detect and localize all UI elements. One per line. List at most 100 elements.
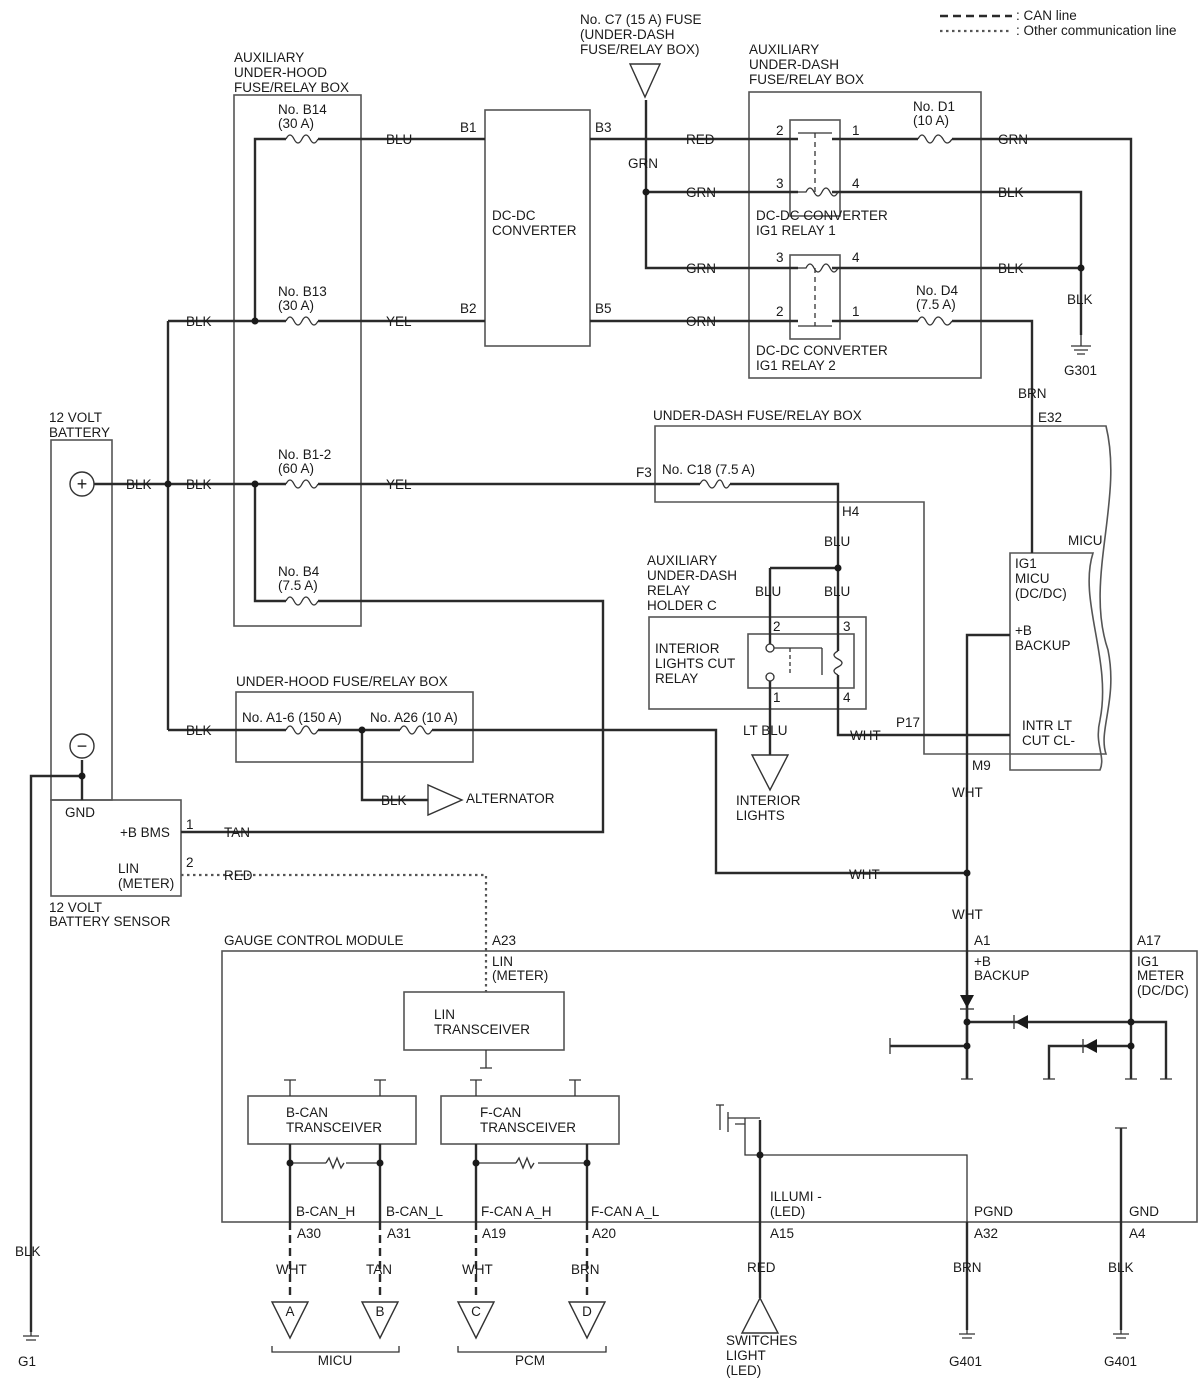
connector-a: A xyxy=(285,1304,294,1319)
battery-minus: − xyxy=(77,736,88,756)
relay-title-2: LIGHTS CUT xyxy=(655,656,735,671)
ground-g1: G1 xyxy=(18,1354,36,1369)
micu-ig1-1: IG1 xyxy=(1015,556,1037,571)
wire-blk-g301: BLK xyxy=(1067,292,1093,307)
fuse-b12-amps: (60 A) xyxy=(278,461,314,476)
wire-wht-a26: WHT xyxy=(849,867,880,882)
fuse-d4-amps: (7.5 A) xyxy=(916,297,956,312)
relay-holder-box xyxy=(648,616,867,710)
gcm-lin-2: (METER) xyxy=(492,968,548,983)
wires xyxy=(29,100,1168,1332)
micu-title: MICU xyxy=(1068,533,1103,548)
wire-blk-r2: BLK xyxy=(998,261,1024,276)
wire-red-a15: RED xyxy=(747,1260,776,1275)
fuse-b13-label: No. B13 xyxy=(278,284,327,299)
relay2-title-2: IG1 RELAY 2 xyxy=(756,358,836,373)
gcm-ig1-3: (DC/DC) xyxy=(1137,983,1189,998)
gcm-illumi-1: ILLUMI - xyxy=(770,1189,822,1204)
wire-brn-a32: BRN xyxy=(953,1260,982,1275)
relay-title-1: INTERIOR xyxy=(655,641,720,656)
wire-tan-bms: TAN xyxy=(224,825,250,840)
c7-fuse-line2: (UNDER-DASH xyxy=(580,27,675,42)
ground-g301: G301 xyxy=(1064,363,1097,378)
interior-relay-coil xyxy=(833,650,843,676)
battery-plus: + xyxy=(77,474,88,494)
g301-ground-icon xyxy=(1071,335,1091,355)
fuse-b4-amps: (7.5 A) xyxy=(278,578,318,593)
connector-c: C xyxy=(471,1304,481,1319)
sensor-title-2: BATTERY SENSOR xyxy=(49,914,171,929)
lin-transceiver xyxy=(403,991,565,1051)
wire-blk-b12: BLK xyxy=(186,477,212,492)
wire-wht-m9: WHT xyxy=(952,785,983,800)
sensor-gnd: GND xyxy=(65,805,95,820)
wire-wht-a1: WHT xyxy=(952,907,983,922)
fcan-tx-1: F-CAN xyxy=(480,1105,521,1120)
legend: : CAN line : Other communication line xyxy=(940,8,1177,38)
ud-f3: F3 xyxy=(636,465,652,480)
switches-line3: (LED) xyxy=(726,1363,761,1378)
gcm-b-2: BACKUP xyxy=(974,968,1030,983)
relay2-title-1: DC-DC CONVERTER xyxy=(756,343,888,358)
battery-title-1: 12 VOLT xyxy=(49,410,102,425)
ground-symbols xyxy=(23,335,1129,1341)
dcdc-converter-box xyxy=(484,109,591,347)
gcm-a31: A31 xyxy=(387,1226,411,1241)
diodes xyxy=(889,995,1172,1129)
fuse-b14-amps: (30 A) xyxy=(278,116,314,131)
diode-ig1-icon xyxy=(1015,1015,1028,1029)
wire-blu-h4: BLU xyxy=(824,534,850,549)
wire-red-b3: RED xyxy=(686,132,715,147)
wire-blu-p3: BLU xyxy=(824,584,850,599)
gcm-a23: A23 xyxy=(492,933,516,948)
interior-lights-2: LIGHTS xyxy=(736,808,785,823)
relay-holder-title-1: AUXILIARY xyxy=(647,553,717,568)
fuse-c18-label: No. C18 (7.5 A) xyxy=(662,462,755,477)
fuse-d1-amps: (10 A) xyxy=(913,113,949,128)
aux-ud-title-2: UNDER-DASH xyxy=(749,57,839,72)
connector-d: D xyxy=(582,1304,592,1319)
fuse-a26-label: No. A26 (10 A) xyxy=(370,710,458,725)
bcan-tx-2: TRANSCEIVER xyxy=(286,1120,382,1135)
relay2-pin3: 3 xyxy=(776,250,784,265)
relay2-pin2: 2 xyxy=(776,304,784,319)
aux-ud-title-3: FUSE/RELAY BOX xyxy=(749,72,864,87)
relay-holder-title-2: UNDER-DASH xyxy=(647,568,737,583)
relay-holder-pin3: 3 xyxy=(843,619,851,634)
relay-title-3: RELAY xyxy=(655,671,698,686)
ud-e32: E32 xyxy=(1038,410,1062,425)
alternator-connector-icon xyxy=(427,783,464,817)
ud-p17: P17 xyxy=(896,715,920,730)
battery-title-2: BATTERY xyxy=(49,425,110,440)
fuse-b4 xyxy=(285,596,319,606)
wire-blk-b13: BLK xyxy=(186,314,212,329)
micu-ig1-3: (DC/DC) xyxy=(1015,586,1067,601)
c7-fuse-line3: FUSE/RELAY BOX) xyxy=(580,42,700,57)
wire-grn-d1: GRN xyxy=(998,132,1028,147)
battery-negative-icon xyxy=(69,733,95,759)
fuse-d4-label: No. D4 xyxy=(916,283,959,298)
relay1-title-2: IG1 RELAY 1 xyxy=(756,223,836,238)
gcm-fcan-al: F-CAN A_L xyxy=(591,1204,660,1219)
wire-blk-battery: BLK xyxy=(126,477,152,492)
wire-tan-a31: TAN xyxy=(366,1262,392,1277)
wire-blk-a16: BLK xyxy=(186,723,212,738)
b-can-transceiver xyxy=(247,1095,417,1145)
sensor-b-bms: +B BMS xyxy=(120,825,170,840)
relay-holder-pin4: 4 xyxy=(843,690,851,705)
relay1-pin4: 4 xyxy=(852,176,860,191)
bcan-tx-1: B-CAN xyxy=(286,1105,328,1120)
relay1-pin1: 1 xyxy=(852,123,860,138)
aux-under-hood-box xyxy=(233,94,362,627)
connector-brackets xyxy=(271,1346,607,1353)
gcm-a4: A4 xyxy=(1129,1226,1146,1241)
micu-b-1: +B xyxy=(1015,623,1032,638)
fuse-b14-label: No. B14 xyxy=(278,102,327,117)
wire-blk-a4: BLK xyxy=(1108,1260,1134,1275)
sensor-pin1: 1 xyxy=(186,817,194,832)
relay2-pin4: 4 xyxy=(852,250,860,265)
f-can-transceiver xyxy=(440,1095,620,1145)
battery-positive-icon xyxy=(69,471,95,497)
fuses xyxy=(285,134,953,735)
